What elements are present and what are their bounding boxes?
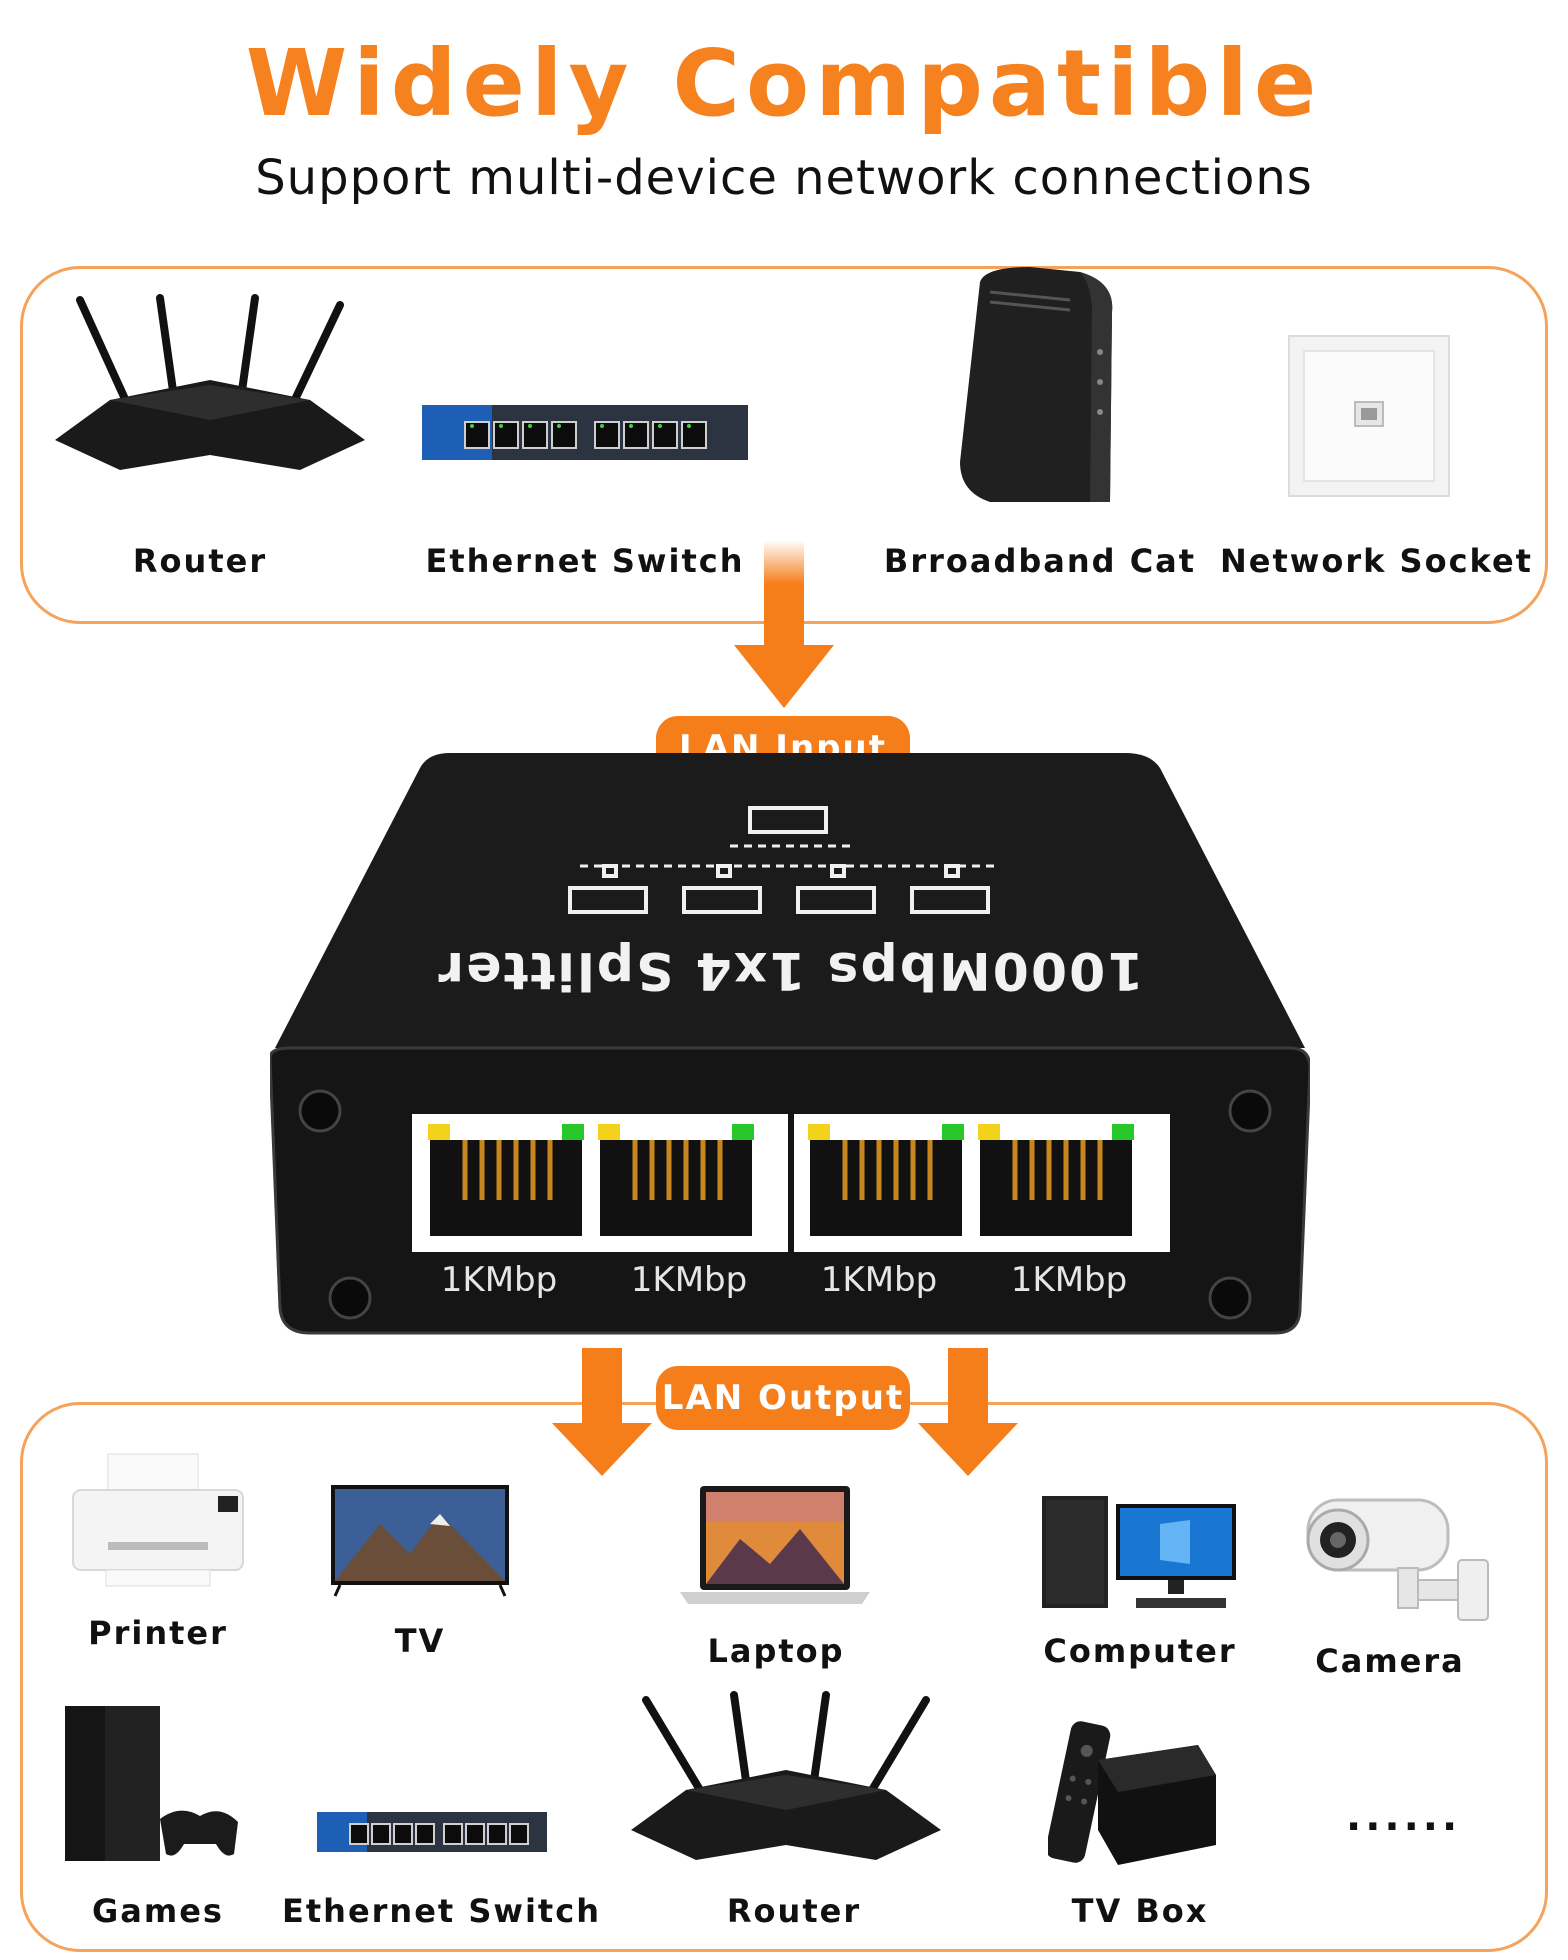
device-label: Ethernet Switch bbox=[425, 542, 745, 580]
ethernet-switch-icon bbox=[317, 1812, 547, 1852]
device-label: Brroadband Cat bbox=[883, 542, 1197, 580]
output-arrow-right-icon bbox=[918, 1348, 1018, 1476]
device-label: Games bbox=[92, 1892, 224, 1930]
device-label: Router bbox=[132, 542, 268, 580]
device-label: Printer bbox=[88, 1614, 228, 1652]
port-label: 1KMbp bbox=[630, 1260, 748, 1300]
device-label: Router bbox=[726, 1892, 862, 1930]
tv-icon bbox=[331, 1485, 509, 1597]
splitter-device bbox=[270, 753, 1310, 1335]
laptop-icon bbox=[680, 1486, 870, 1604]
port-label: 1KMbp bbox=[1010, 1260, 1128, 1300]
device-label: Computer bbox=[1043, 1632, 1237, 1670]
input-arrow-icon bbox=[734, 540, 834, 708]
device-label: TV Box bbox=[1071, 1892, 1209, 1930]
device-label: Network Socket bbox=[1220, 542, 1533, 580]
lan-output-badge: LAN Output bbox=[656, 1366, 910, 1430]
device-label: Laptop bbox=[707, 1632, 845, 1670]
camera-icon bbox=[1306, 1498, 1489, 1621]
ethernet-switch-icon bbox=[422, 405, 748, 460]
printer-icon bbox=[72, 1453, 244, 1587]
page-title: Widely Compatible bbox=[245, 30, 1323, 137]
output-arrow-left-icon bbox=[552, 1348, 652, 1476]
network-socket-icon bbox=[1288, 335, 1450, 497]
tv-box-icon bbox=[1048, 1721, 1216, 1865]
router-icon bbox=[55, 294, 365, 470]
device-label: Ethernet Switch bbox=[282, 1892, 601, 1930]
splitter-model-text: 1000Mbps 1x4 Splitter bbox=[436, 940, 1144, 1000]
device-label: TV bbox=[394, 1622, 446, 1660]
more-icon: ...... bbox=[1346, 1794, 1462, 1840]
page-subtitle: Support multi-device network connections bbox=[255, 150, 1313, 206]
computer-icon bbox=[1042, 1496, 1236, 1608]
port-label: 1KMbp bbox=[820, 1260, 938, 1300]
router-icon bbox=[631, 1691, 941, 1860]
modem-icon bbox=[960, 267, 1113, 502]
game-console-icon bbox=[65, 1706, 238, 1861]
port-label: 1KMbp bbox=[440, 1260, 558, 1300]
device-label: Camera bbox=[1315, 1642, 1465, 1680]
